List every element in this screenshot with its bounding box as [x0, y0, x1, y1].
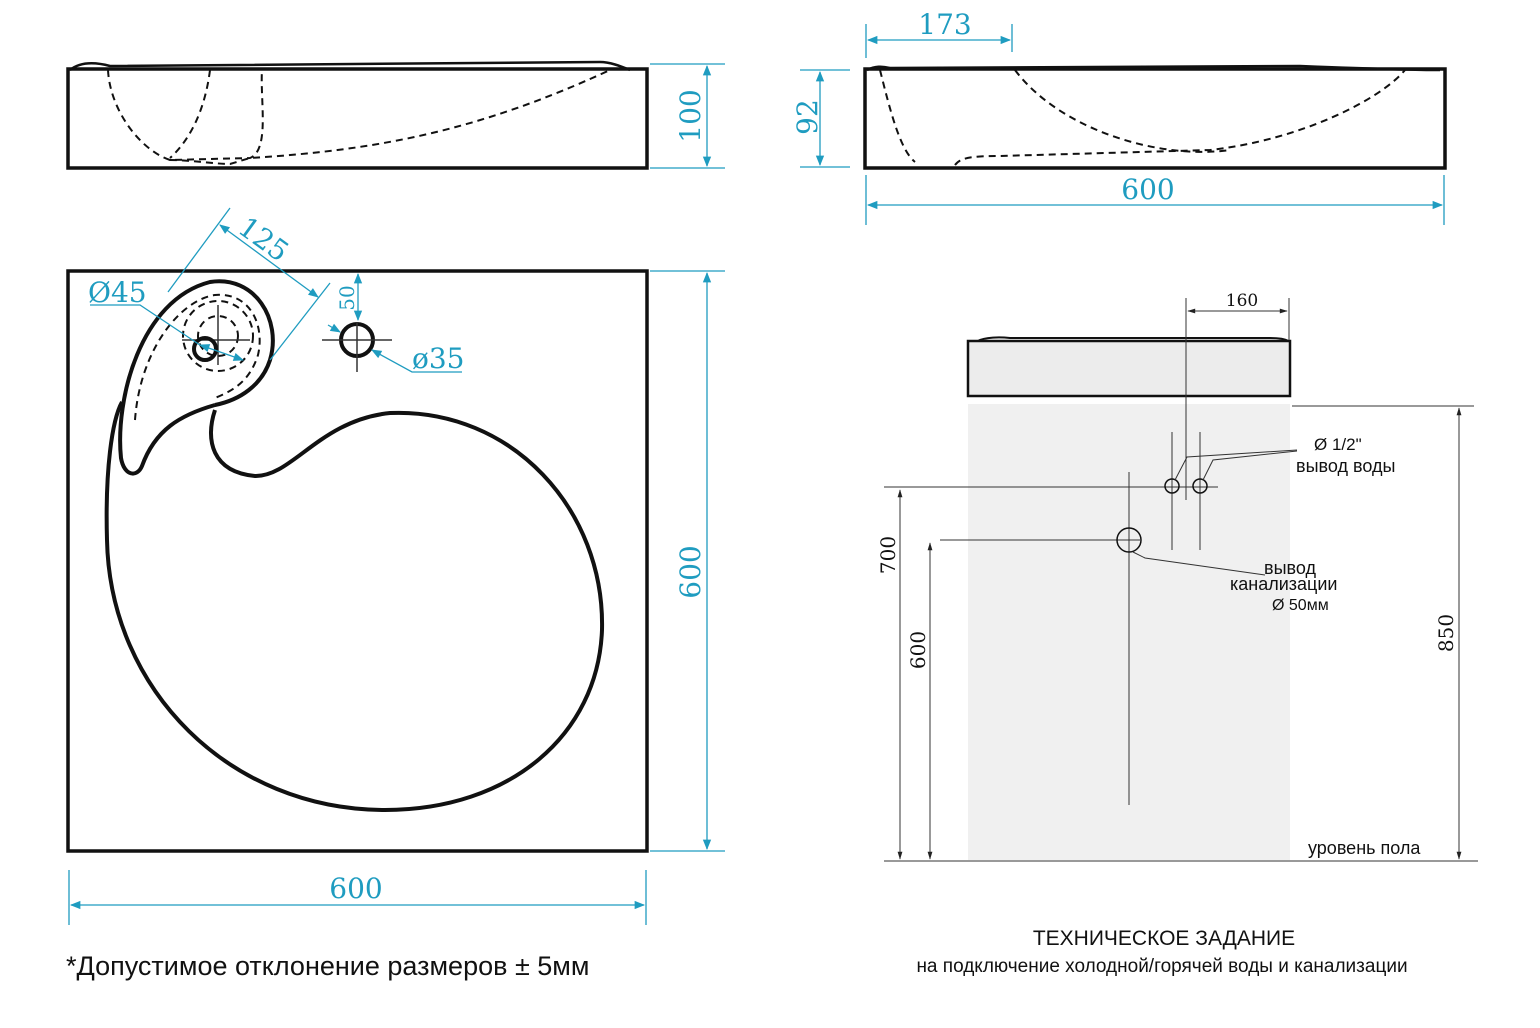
water-pipe-size: Ø 1/2" [1314, 435, 1362, 454]
overflow-offset-dimension: 125 [232, 210, 295, 268]
tap-hole-diameter-label: ø35 [412, 342, 465, 375]
pipe-offset-dimension: 160 [1226, 291, 1258, 311]
tolerance-note: *Допустимое отклонение размеров ± 5мм [66, 951, 589, 981]
drain-outlet-label-2: канализации [1230, 574, 1337, 594]
installation-scheme: 160 Ø 1/2" вывод воды вывод канализации … [876, 291, 1478, 862]
front-view: 100 [66, 60, 725, 170]
drain-height-dimension: 600 [906, 631, 930, 669]
side-view: 173 92 600 [791, 8, 1447, 225]
depth-dimension: 92 [791, 99, 824, 135]
tap-offset-dimension: 50 [335, 285, 359, 310]
water-outlet-label: вывод воды [1296, 456, 1395, 476]
drain-outlet-label-1: вывод [1264, 558, 1316, 578]
plan-height-dimension: 600 [674, 545, 707, 598]
height-dimension: 100 [674, 89, 707, 142]
drain-diameter-label: Ø45 [88, 276, 147, 309]
spec-subtitle: на подключение холодной/горячей воды и к… [916, 956, 1407, 977]
side-width-dimension: 600 [1121, 173, 1174, 206]
basin-height-dimension: 850 [1434, 614, 1458, 652]
offset-dimension: 173 [918, 8, 971, 41]
plan-width-dimension: 600 [329, 872, 382, 905]
drain-size: Ø 50мм [1272, 597, 1329, 614]
plan-view: 125 Ø45 50 ø35 600 600 [66, 207, 725, 925]
water-height-dimension: 700 [876, 536, 900, 574]
spec-title: ТЕХНИЧЕСКОЕ ЗАДАНИЕ [1033, 927, 1295, 950]
floor-level-label: уровень пола [1308, 838, 1421, 858]
